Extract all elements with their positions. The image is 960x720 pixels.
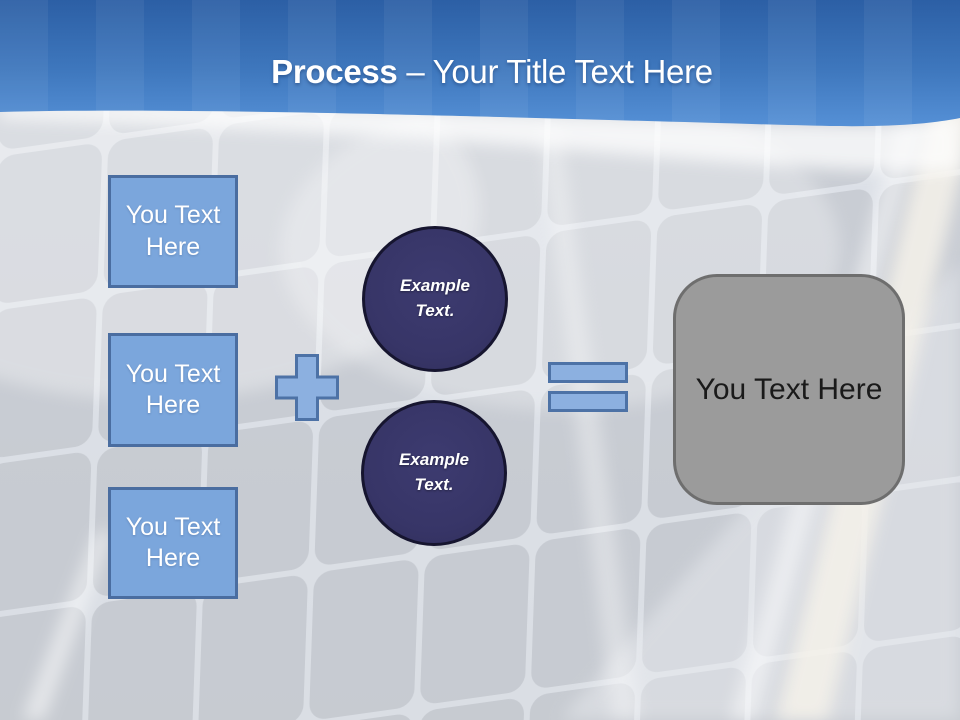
input-box-1: You Text Here: [108, 175, 238, 288]
input-box-2: You Text Here: [108, 333, 238, 447]
example-circle-label: Example Text.: [399, 450, 469, 494]
plus-icon: [275, 354, 339, 421]
title-keyword: Process: [271, 53, 398, 90]
equals-icon: [548, 362, 628, 412]
result-box-label: You Text Here: [695, 372, 883, 406]
header-stripe-overlay: [0, 0, 960, 127]
equals-bar: [548, 362, 628, 383]
header-underwave: [0, 103, 960, 172]
input-box-label: You Text Here: [125, 359, 221, 420]
equals-bar: [548, 391, 628, 412]
title-rest: – Your Title Text Here: [406, 53, 713, 90]
example-circle-label: Example Text.: [400, 276, 470, 320]
slide-title: Process – Your Title Text Here: [12, 52, 960, 92]
input-box-label: You Text Here: [125, 512, 221, 573]
example-circle-2: Example Text.: [361, 400, 507, 546]
example-circle-1: Example Text.: [362, 226, 508, 372]
input-box-label: You Text Here: [125, 201, 221, 261]
result-box: You Text Here: [673, 274, 905, 505]
input-box-3: You Text Here: [108, 487, 238, 599]
